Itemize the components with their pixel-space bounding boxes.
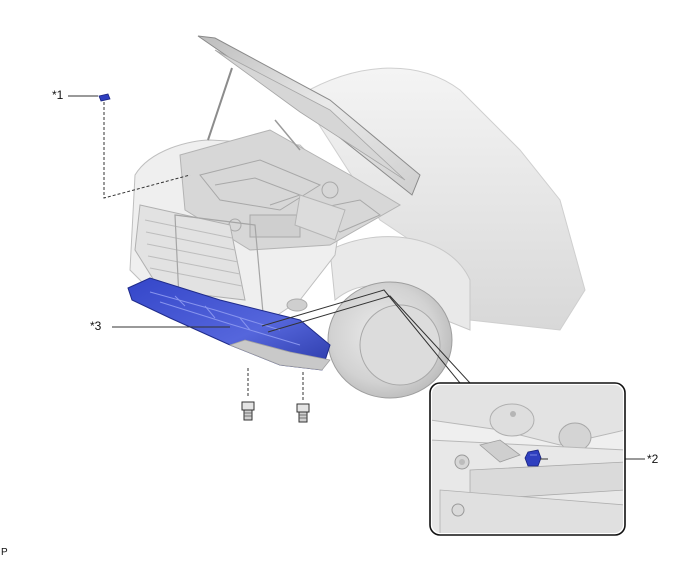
detail-inset xyxy=(429,382,626,536)
front-wheel xyxy=(327,281,453,399)
vehicle-body xyxy=(129,67,586,336)
bolt-right xyxy=(296,403,310,423)
corner-label: P xyxy=(1,547,8,558)
clip-part-1 xyxy=(98,93,111,102)
callout-2-label: *2 xyxy=(647,452,659,466)
callout-1-label: *1 xyxy=(52,88,64,102)
engine-under-cover xyxy=(127,277,331,371)
hood-open xyxy=(197,35,421,196)
callout-3-label: *3 xyxy=(90,319,102,333)
bolt-left xyxy=(241,401,255,421)
